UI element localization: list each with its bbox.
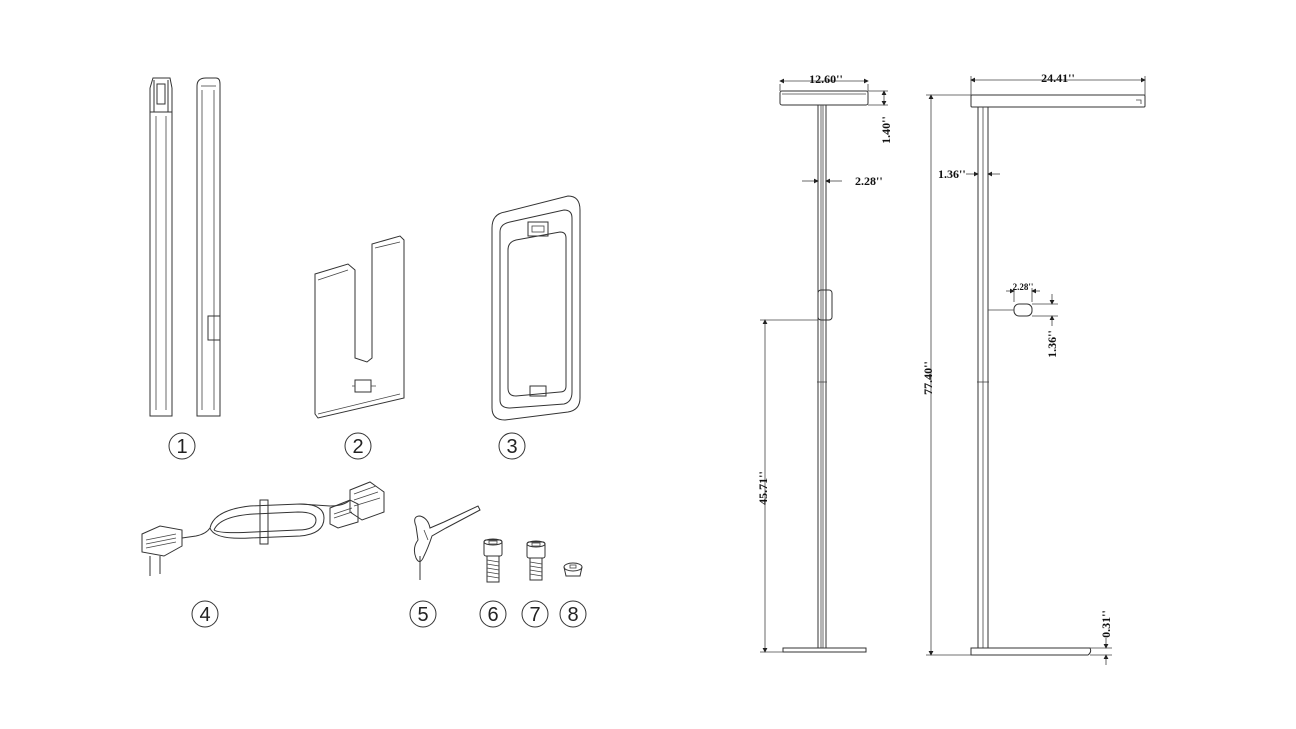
part-5-number: 5: [417, 604, 428, 626]
head-height-label: 1.40'': [879, 116, 893, 144]
front-view: [760, 78, 888, 653]
part-8-label: 8: [559, 600, 587, 628]
part-1-number: 1: [176, 436, 187, 458]
front-head-width-label: 12.60'': [809, 72, 843, 86]
part-4-label: 4: [191, 600, 219, 628]
part-6-label: 6: [479, 600, 507, 628]
base-thickness-label: 0.31'': [1099, 610, 1113, 638]
part-7-label: 7: [521, 600, 549, 628]
base-plate-icon: [314, 235, 405, 419]
part-6-number: 6: [487, 604, 498, 626]
total-height-label: 77.40'': [921, 361, 935, 395]
switch-width-label: 2.28'': [1013, 282, 1034, 292]
allen-key-icon: [413, 505, 481, 580]
pole-width-side-label: 1.36'': [938, 167, 966, 181]
side-view: [926, 76, 1146, 665]
part-4-number: 4: [199, 604, 210, 626]
long-screw-icon: [483, 538, 503, 583]
switch-height-floor-label: 45.71'': [756, 471, 770, 505]
flat-screw-icon: [563, 562, 583, 577]
part-2-label: 2: [344, 432, 372, 460]
side-head-width-label: 24.41'': [1041, 71, 1075, 85]
part-7-number: 7: [529, 604, 540, 626]
pole-sections-icon: [149, 77, 221, 417]
lamp-head-icon: [491, 195, 581, 421]
part-1-label: 1: [168, 432, 196, 460]
part-2-number: 2: [352, 436, 363, 458]
short-screw-icon: [526, 540, 546, 581]
switch-height-label: 1.36'': [1045, 330, 1059, 358]
part-5-label: 5: [409, 600, 437, 628]
part-3-number: 3: [506, 436, 517, 458]
power-cord-icon: [141, 481, 385, 576]
pole-width-front-label: 2.28'': [855, 174, 883, 188]
part-3-label: 3: [498, 432, 526, 460]
part-8-number: 8: [567, 604, 578, 626]
